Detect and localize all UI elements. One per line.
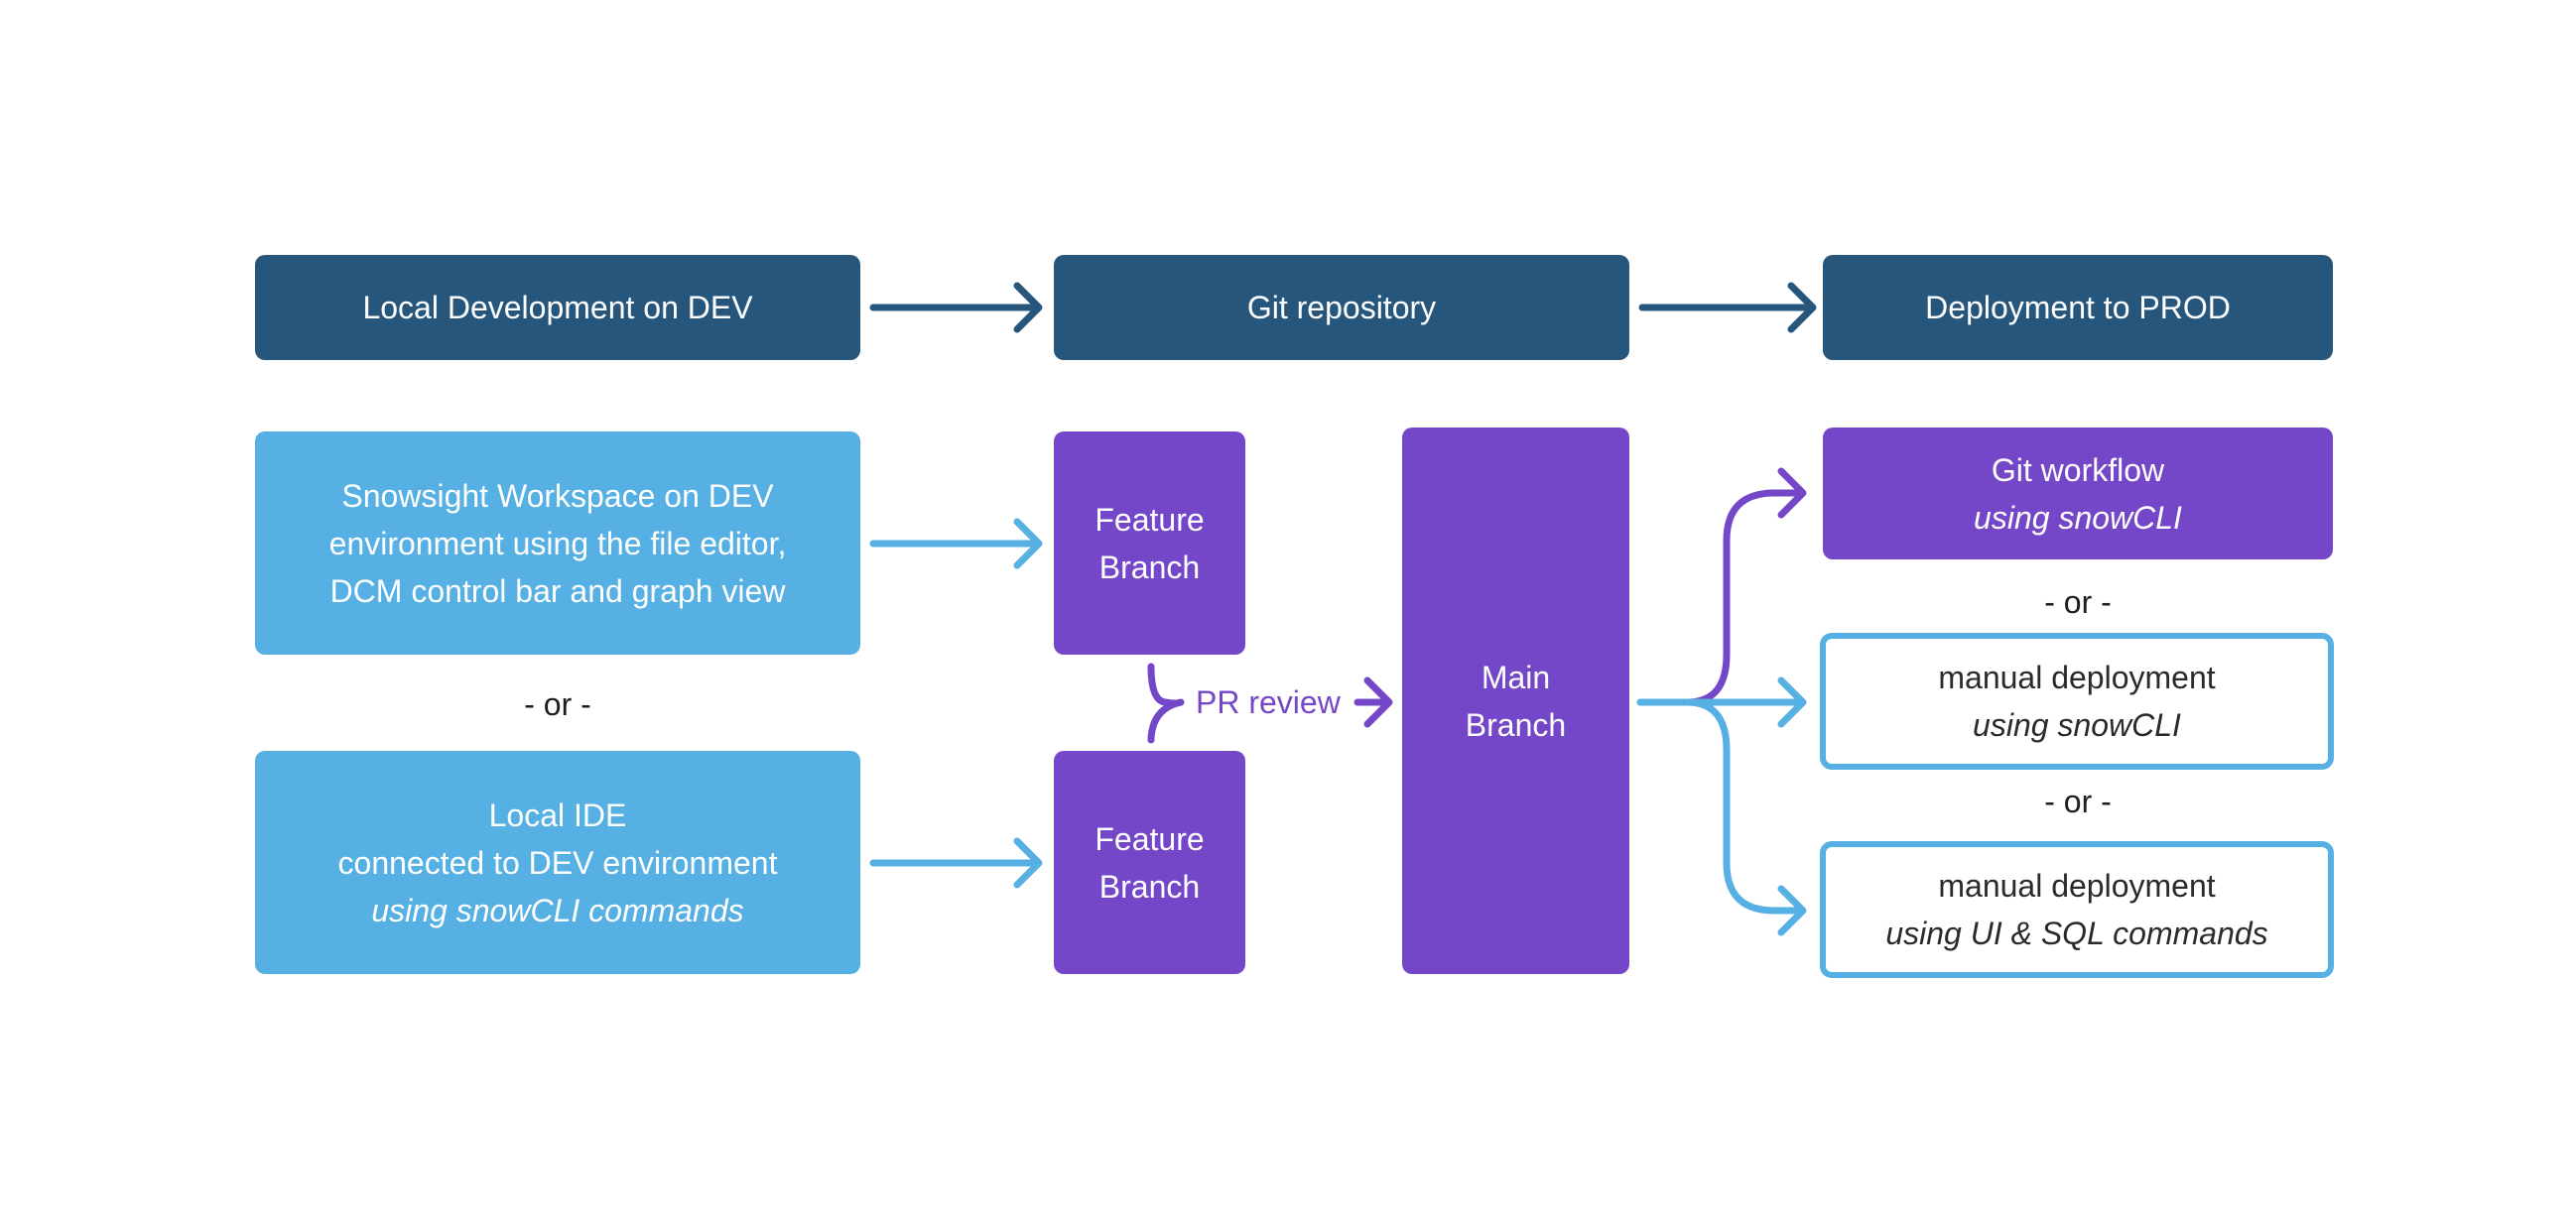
manual-deployment-ui-line-2: using UI & SQL commands bbox=[1885, 916, 2268, 951]
git-workflow-box: Git workflow using snowCLI bbox=[1823, 428, 2333, 559]
arrow-main-to-git-workflow bbox=[1683, 467, 1807, 706]
arrow-ide-to-feature bbox=[869, 837, 1043, 889]
header-arrow-git-to-deploy bbox=[1638, 282, 1817, 333]
local-ide-line-3: using snowCLI commands bbox=[371, 892, 744, 928]
manual-deployment-cli-box: manual deployment using snowCLI bbox=[1820, 633, 2334, 770]
snowsight-workspace-line-2: environment using the file editor, bbox=[328, 525, 787, 561]
pr-review-arrow bbox=[1353, 676, 1393, 728]
manual-deployment-ui-line-1: manual deployment bbox=[1938, 868, 2216, 904]
snowsight-workspace-line-3: DCM control bar and graph view bbox=[329, 572, 786, 609]
header-deployment-prod-label: Deployment to PROD bbox=[1925, 290, 2231, 325]
header-git-repository: Git repository bbox=[1054, 255, 1629, 360]
dev-or-separator: - or - bbox=[524, 686, 591, 722]
pr-review-label: PR review bbox=[1196, 684, 1341, 720]
pr-review-brace bbox=[1147, 663, 1185, 744]
feature-branch-bottom-line-1: Feature bbox=[1095, 820, 1205, 857]
manual-deployment-ui-box: manual deployment using UI & SQL command… bbox=[1820, 841, 2334, 978]
git-workflow-line-2: using snowCLI bbox=[1974, 499, 2182, 536]
snowsight-workspace-box: Snowsight Workspace on DEV environment u… bbox=[255, 431, 860, 655]
header-git-repository-label: Git repository bbox=[1246, 290, 1437, 325]
arrow-main-to-manual-ui bbox=[1683, 698, 1807, 936]
feature-branch-top-box: Feature Branch bbox=[1054, 431, 1245, 655]
deploy-or-separator-1: - or - bbox=[2044, 584, 2112, 620]
header-deployment-prod: Deployment to PROD bbox=[1823, 255, 2333, 360]
feature-branch-top-line-2: Branch bbox=[1098, 549, 1201, 585]
header-local-development-label: Local Development on DEV bbox=[362, 290, 753, 325]
main-branch-line-1: Main bbox=[1481, 659, 1551, 695]
feature-branch-bottom-box: Feature Branch bbox=[1054, 751, 1245, 974]
feature-branch-bottom-line-2: Branch bbox=[1098, 868, 1201, 905]
header-arrow-local-to-git bbox=[869, 282, 1043, 333]
local-ide-line-1: Local IDE bbox=[488, 797, 627, 833]
main-branch-line-2: Branch bbox=[1465, 706, 1567, 743]
manual-deployment-cli-line-1: manual deployment bbox=[1938, 660, 2216, 695]
local-ide-box: Local IDE connected to DEV environment u… bbox=[255, 751, 860, 974]
git-workflow-line-1: Git workflow bbox=[1991, 451, 2165, 488]
arrow-workspace-to-feature bbox=[869, 518, 1043, 569]
snowsight-workspace-line-1: Snowsight Workspace on DEV bbox=[341, 477, 774, 514]
manual-deployment-cli-line-2: using snowCLI bbox=[1973, 707, 2181, 743]
deploy-or-separator-2: - or - bbox=[2044, 784, 2112, 819]
feature-branch-top-line-1: Feature bbox=[1095, 501, 1205, 538]
local-ide-line-2: connected to DEV environment bbox=[337, 844, 778, 881]
header-local-development: Local Development on DEV bbox=[255, 255, 860, 360]
main-branch-box: Main Branch bbox=[1402, 428, 1629, 974]
